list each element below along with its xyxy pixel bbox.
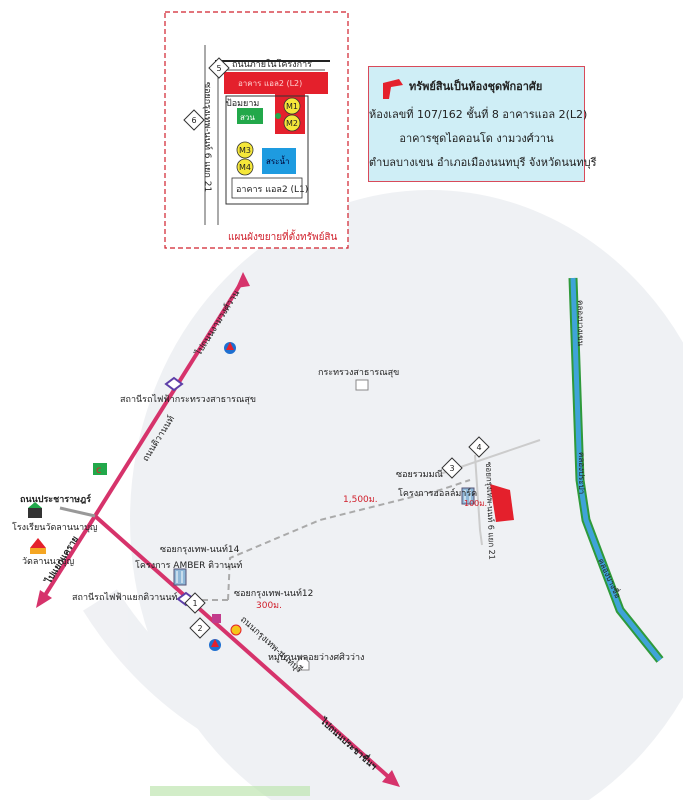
info-line-3: อาคารชุดไอคอนโด งามวงศ์วาน bbox=[399, 132, 554, 145]
label-soi-ruamme: ซอยรวมมณี bbox=[396, 469, 443, 480]
label-thanon-pracha: ถนนประชาราษฎร์ bbox=[20, 493, 91, 505]
hollmart-building-icon bbox=[461, 487, 475, 505]
inset-pool bbox=[262, 148, 296, 174]
inset-caption: แผนผังขยายที่ตั้งทรัพย์สิน bbox=[228, 229, 338, 243]
svg-text:6: 6 bbox=[191, 116, 196, 125]
main-roads bbox=[36, 272, 400, 787]
inset-map: ถนนภายในโครงการ ซอยกรุงเทพ-นนท์ 6 แยก 21… bbox=[164, 11, 349, 249]
arrow-bottom bbox=[382, 770, 400, 787]
inset-red-building bbox=[224, 72, 328, 94]
label-village: หมู่บ้านพลอยว่างศศิวว่าง bbox=[268, 652, 364, 663]
inset-pool-label: สระน้ำ bbox=[266, 155, 289, 166]
bottom-green-strip bbox=[150, 786, 310, 796]
label-dist300: 300ม. bbox=[256, 601, 282, 611]
sign-1: 1 bbox=[184, 592, 206, 614]
inset-dot bbox=[275, 113, 281, 119]
svg-text:1: 1 bbox=[192, 599, 197, 608]
train-station-icon bbox=[164, 376, 184, 392]
svg-text:2: 2 bbox=[197, 624, 202, 633]
inset-garden-label: สวน bbox=[240, 113, 255, 122]
inset-marker-m1: M1 bbox=[283, 97, 301, 115]
property-info-box: ทรัพย์สินเป็นห้องชุดพักอาศัย ห้องเลขที่ … bbox=[368, 66, 597, 182]
info-line-2: ห้องเลขที่ 107/162 ชั้นที่ 8 อาคารแอล 2(… bbox=[369, 108, 588, 121]
canal bbox=[570, 277, 662, 662]
sign-4: 4 bbox=[468, 436, 490, 458]
svg-text:3: 3 bbox=[449, 464, 454, 473]
shell-icon bbox=[230, 624, 242, 636]
info-line-1: ทรัพย์สินเป็นห้องชุดพักอาศัย bbox=[409, 80, 543, 93]
label-station2: สถานีรถไฟฟ้าแยกติวานนท์ bbox=[72, 591, 178, 603]
inset-sign-6: 6 bbox=[183, 109, 205, 131]
sign-2: 2 bbox=[189, 617, 211, 639]
inset-marker-m2: M2 bbox=[283, 114, 301, 132]
label-soi14: ซอยกรุงเทพ-นนท์14 bbox=[160, 543, 240, 555]
label-dist100: 100ม. bbox=[464, 499, 487, 508]
inset-marker-m3: M3 bbox=[236, 141, 254, 159]
label-temple: วัดลานนาบุญ bbox=[22, 557, 75, 567]
label-amber: โครงการ AMBER ติวานนท์ bbox=[135, 559, 242, 571]
label-project-hollmart: โครงการฮอลล์มาร์ค bbox=[398, 487, 477, 499]
label-soi12: ซอยกรุงเทพ-นนท์12 bbox=[234, 587, 313, 599]
svg-text:M1: M1 bbox=[286, 102, 298, 111]
village-icon bbox=[296, 655, 310, 671]
inset-marker-m4: M4 bbox=[236, 158, 254, 176]
canal-label-2: คลองประปา bbox=[577, 452, 586, 494]
amber-building-icon bbox=[173, 568, 187, 586]
gas-station-icon bbox=[209, 639, 221, 651]
svg-text:M2: M2 bbox=[286, 119, 298, 128]
gas-station-icon bbox=[224, 342, 236, 354]
arrow-left bbox=[36, 590, 52, 608]
label-soi21: ซอยกรุงเทพ-นนท์ 6 แยก 21 bbox=[484, 462, 497, 560]
svg-text:M3: M3 bbox=[239, 146, 251, 155]
road-to-khaerai bbox=[40, 514, 97, 602]
inset-soi-label: ซอยกรุงเทพ-นนท์ 6 แยก 21 bbox=[202, 82, 214, 192]
inset-red-building-label: อาคาร แอล2 (L2) bbox=[238, 79, 302, 88]
road-bangkok-nonthaburi bbox=[93, 514, 394, 782]
label-station1: สถานีรถไฟฟ้ากระทรวงสาธารณสุข bbox=[120, 394, 256, 405]
road-tiwanon bbox=[93, 278, 245, 518]
label-school: โรงเรียนวัดลานนาบุญ bbox=[12, 522, 98, 533]
inset-road-top-label: ถนนภายในโครงการ bbox=[232, 59, 312, 70]
inset-guard-label: ป้อมยาม bbox=[226, 98, 259, 109]
canal-label-1: คลองบางเขน bbox=[576, 300, 585, 347]
label-ministry: กระทรวงสาธารณสุข bbox=[318, 368, 399, 378]
property-marker-icon bbox=[383, 79, 403, 99]
watermark bbox=[83, 190, 683, 800]
hospital-icon bbox=[93, 463, 107, 475]
label-dist1500: 1,500ม. bbox=[343, 495, 378, 505]
inset-compound bbox=[225, 95, 309, 205]
inset-building-l1-label: อาคาร แอล2 (L1) bbox=[236, 185, 308, 195]
inset-sign-5: 5 bbox=[208, 57, 230, 79]
ministry-icon bbox=[355, 379, 369, 391]
svg-text:c: c bbox=[96, 465, 102, 476]
shop-icon bbox=[212, 614, 221, 623]
route-dashed bbox=[227, 479, 471, 601]
info-line-4: ตำบลบางเขน อำเภอเมืองนนทบุรี จังหวัดนนทบ… bbox=[369, 156, 597, 169]
svg-text:5: 5 bbox=[216, 64, 221, 73]
inset-building-l1 bbox=[231, 177, 303, 199]
arrow-top bbox=[236, 272, 250, 288]
svg-text:M4: M4 bbox=[239, 163, 251, 172]
road-soi21 bbox=[474, 454, 483, 546]
temple-icon bbox=[30, 538, 46, 554]
inset-garden bbox=[237, 108, 263, 124]
svg-text:4: 4 bbox=[476, 443, 481, 452]
property-marker bbox=[490, 484, 514, 522]
inset-frame bbox=[164, 11, 349, 249]
school-icon bbox=[28, 502, 42, 518]
sign-3: 3 bbox=[441, 457, 463, 479]
